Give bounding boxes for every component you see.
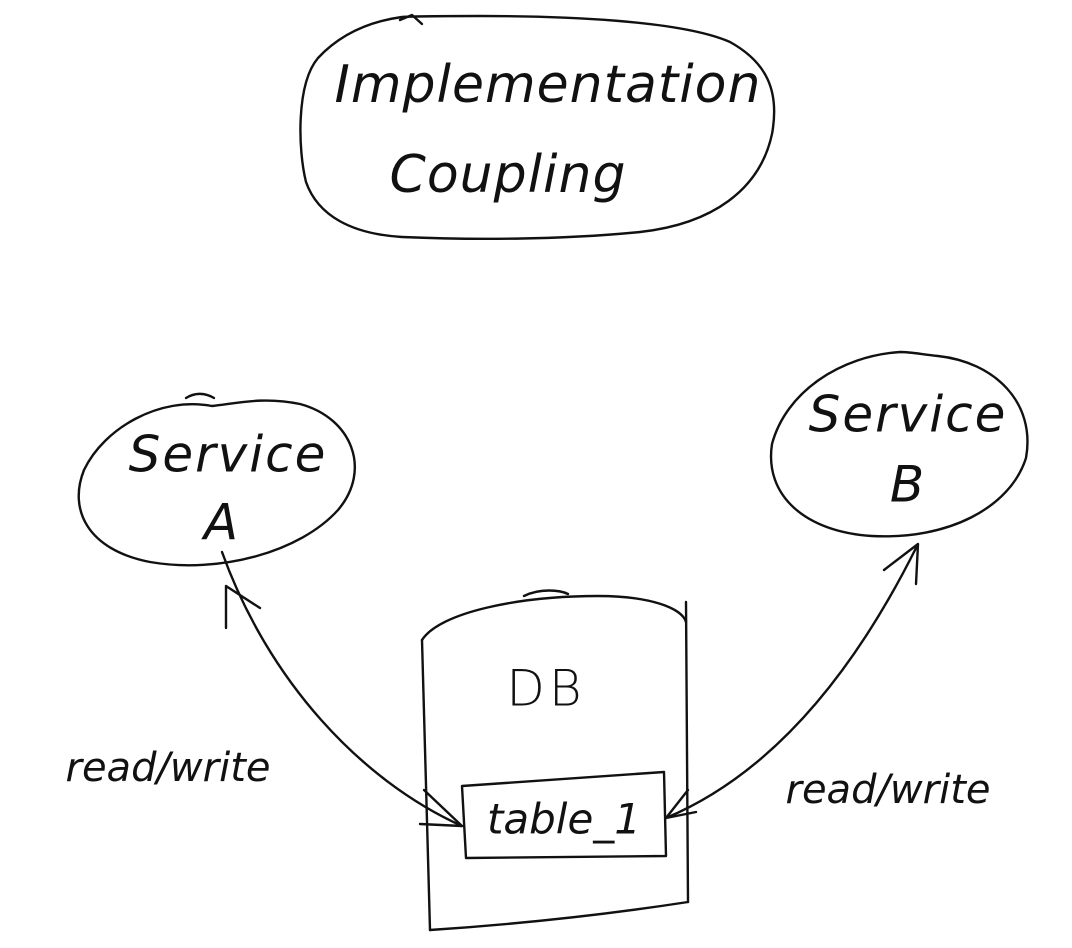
service-a-line-2: A xyxy=(201,494,240,552)
edge-table-to-service-a: read/write xyxy=(66,550,464,828)
title-line-1: Implementation xyxy=(335,55,762,115)
table-node: table_1 xyxy=(460,770,668,860)
service-b-line-2: B xyxy=(890,456,926,514)
edge-b-arrowhead-top xyxy=(882,542,920,586)
edge-b-arrowhead-bottom xyxy=(664,788,698,820)
title-line-2: Coupling xyxy=(390,145,627,205)
edge-a-label: read/write xyxy=(66,745,271,791)
service-b-line-1: Service xyxy=(809,386,1008,444)
service-b-outline xyxy=(769,350,1029,538)
table-label: table_1 xyxy=(487,795,641,844)
database-right-side xyxy=(684,600,690,904)
edge-a-arrowhead-top xyxy=(224,584,262,630)
service-a-outline xyxy=(77,399,356,567)
edge-b-label: read/write xyxy=(786,767,991,813)
title-outline-tick xyxy=(398,13,424,26)
edge-a-arrowhead-bottom xyxy=(418,788,464,828)
edge-a-line xyxy=(220,550,464,828)
database-top xyxy=(420,594,688,642)
edge-table-to-service-b: read/write xyxy=(664,542,991,820)
database-node: DB xyxy=(420,589,690,932)
database-top-cap xyxy=(522,589,570,598)
title-outline xyxy=(299,14,776,241)
service-a-outline-tail xyxy=(184,392,216,400)
title-node: Implementation Coupling xyxy=(299,13,776,241)
database-label: DB xyxy=(506,660,585,718)
service-a-line-1: Service xyxy=(129,426,328,484)
service-b-node: Service B xyxy=(769,350,1029,538)
service-a-node: Service A xyxy=(77,392,356,567)
table-outline xyxy=(460,770,668,860)
database-left-side xyxy=(420,638,432,932)
database-bottom xyxy=(428,900,690,932)
edge-b-line xyxy=(664,546,918,820)
